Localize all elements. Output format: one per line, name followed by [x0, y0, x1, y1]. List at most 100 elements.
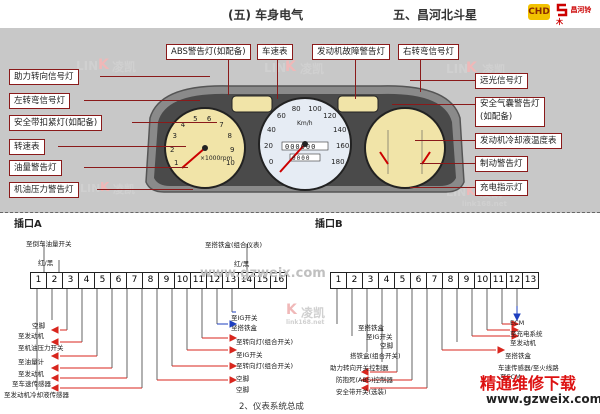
leader-airbag [392, 104, 475, 105]
speedometer-needle [279, 143, 306, 173]
port-b-pin-8: 8 [443, 273, 459, 288]
port-a-pin-3: 3 [63, 273, 79, 288]
odometer-digits: 000000 [285, 143, 317, 151]
port-a-pin-8: 8 [143, 273, 159, 288]
leader-brake [420, 163, 475, 164]
leader-oil-level [84, 167, 188, 168]
port-b-wiring [336, 288, 521, 392]
fuel-temp-gauge-face [364, 107, 446, 189]
watermark-site-2: link168.net [286, 319, 325, 326]
watermark-k-3: K [466, 60, 477, 76]
tachometer-number-8: 8 [227, 132, 232, 141]
leader-power-steering [100, 76, 210, 77]
watermark-k: K [98, 57, 109, 73]
watermark-kai-2: 凌凯 [300, 62, 325, 76]
port-b-right-label-5: 车速传感器/至火线路 [498, 364, 559, 372]
tachometer-number-9: 9 [229, 145, 235, 154]
watermark-lin-4: LIN [80, 182, 101, 195]
tachometer-number-2: 2 [170, 145, 175, 154]
port-a-pin-9: 9 [159, 273, 175, 288]
port-a-label-6: 至油量计 [18, 358, 44, 366]
port-a-pin-2: 2 [47, 273, 63, 288]
watermark-k-2: K [285, 59, 296, 75]
port-b-pin-4: 4 [379, 273, 395, 288]
port-b-pin-7: 7 [427, 273, 443, 288]
port-b-pin-6: 6 [411, 273, 427, 288]
port-b-left-label-6: 防抱死(ABS)控制器 [336, 376, 393, 384]
port-a-pin-11: 11 [191, 273, 207, 288]
speedometer-number-160: 160 [335, 142, 350, 151]
label-airbag: 安全气囊警告灯 (如配备) [475, 97, 545, 127]
leader-oil-pressure [97, 189, 193, 190]
section-title-left: (五) 车身电气 [228, 8, 304, 22]
port-b-pin-13: 13 [524, 275, 537, 285]
port-b-title: 插口B [315, 219, 343, 230]
port-a-pin-4: 4 [79, 273, 95, 288]
port-b-left-label-2: 至IG开关 [366, 333, 393, 341]
leader-abs [228, 59, 229, 95]
label-engine-fault: 发动机故障警告灯 [312, 44, 391, 60]
watermark-k-6: K [286, 302, 297, 318]
port-a-label-3: 空脚 [32, 322, 45, 330]
port-a-label-7: 至发动机 [18, 370, 44, 378]
port-a-right-label-1: 至搭铁盒(组合仪表) [205, 241, 263, 249]
label-abs-warning: ABS警告灯(如配备) [166, 44, 251, 60]
brand-url: www.gzweix.com [486, 392, 600, 406]
suzuki-s-icon [556, 3, 568, 17]
leader-engine-fault [355, 59, 356, 99]
port-b-right-label-1: ECM [510, 319, 525, 327]
instrument-cluster [145, 85, 465, 193]
speedometer-number-20: 20 [264, 142, 273, 151]
watermark-lin-3: LIN [446, 62, 469, 76]
leader-speedometer [277, 59, 278, 99]
label-oil-pressure: 机油压力警告灯 [9, 182, 79, 198]
port-b-pin-3: 3 [363, 273, 379, 288]
right-lamp-pod [337, 95, 379, 113]
leader-seatbelt [132, 122, 217, 123]
watermark-kai-6: 凌凯 [301, 306, 326, 320]
port-b-pin-12: 12 [507, 273, 523, 288]
leader-coolant [415, 140, 475, 141]
url-watermark-a-text: www.gzweix.com [200, 266, 326, 281]
tachometer-number-1: 1 [174, 159, 179, 167]
port-a-title: 插口A [14, 219, 42, 230]
changhe-suzuki-logo: 昌河铃木 [556, 3, 592, 26]
port-a-label-1: 至倒车油量开关 [26, 240, 72, 248]
leader-left-turn [84, 100, 200, 101]
tachometer-number-4: 4 [180, 121, 186, 130]
label-oil-level: 油量警告灯 [9, 160, 62, 176]
port-b-left-label-3: 空脚 [380, 342, 393, 350]
label-speedometer: 车速表 [257, 44, 293, 60]
watermark-k-4: K [100, 180, 110, 194]
port-a-right-label-4: 至搭铁盒 [231, 324, 257, 332]
speedometer-number-140: 140 [333, 125, 347, 134]
label-left-turn: 左转弯信号灯 [9, 93, 71, 109]
port-a-label-2: 红/黑 [38, 259, 54, 267]
port-a-label-5: 至机油压力开关 [18, 344, 64, 352]
speedometer-number-180: 180 [331, 158, 345, 166]
tachometer-number-7: 7 [219, 121, 224, 130]
watermark-lin: LIN [76, 59, 99, 73]
port-a-pin-14: 14 [239, 273, 255, 288]
port-a-pin-13: 13 [223, 273, 239, 288]
port-b-left-label-1: 至搭铁盒 [358, 324, 384, 332]
port-a-right-label-2: 红/黑 [234, 260, 250, 268]
label-power-steering: 助力转向信号灯 [9, 69, 79, 85]
port-a-right-label-3: 至IG开关 [231, 314, 258, 322]
speedometer-number-0: 0 [268, 158, 274, 166]
port-a-right-label-7: 至转向灯(组合开关) [236, 362, 294, 370]
port-b-left-label-7: 安全带开关(选装) [336, 388, 387, 396]
tachometer-number-6: 6 [206, 114, 212, 123]
port-a-wiring [36, 242, 248, 392]
speedometer-number-100: 100 [308, 104, 322, 113]
speedometer-number-120: 120 [323, 112, 337, 121]
label-seatbelt: 安全带扣紧灯(如配备) [9, 115, 103, 131]
port-a-pin-1: 1 [31, 273, 47, 288]
speed-unit-label: Km/h [297, 120, 313, 127]
watermark-site: link168.net [462, 200, 507, 208]
figure-caption: 2、仪表系统总成 [239, 402, 304, 412]
